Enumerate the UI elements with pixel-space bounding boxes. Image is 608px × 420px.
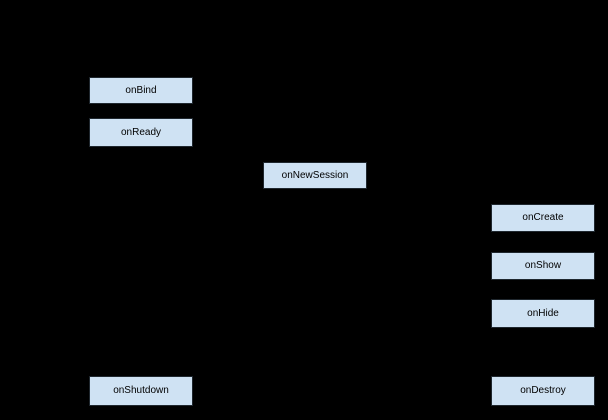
- node-onnewsession-label: onNewSession: [281, 169, 349, 181]
- node-onshow-label: onShow: [524, 260, 562, 271]
- node-oncreate: onCreate: [491, 204, 595, 232]
- node-oncreate-label: onCreate: [522, 212, 564, 223]
- node-onnewsession: onNewSession: [263, 162, 367, 189]
- node-onhide-label: onHide: [527, 307, 559, 319]
- node-onbind: onBind: [89, 77, 193, 104]
- node-onshow: onShow: [491, 252, 595, 280]
- node-onshutdown: onShutdown: [89, 376, 193, 406]
- node-onready-label: onReady: [120, 126, 162, 138]
- node-onhide: onHide: [491, 299, 595, 328]
- node-onready: onReady: [89, 118, 193, 147]
- node-ondestroy: onDestroy: [491, 376, 595, 406]
- node-onshutdown-label: onShutdown: [113, 385, 169, 396]
- node-onbind-label: onBind: [125, 84, 157, 96]
- node-ondestroy-label: onDestroy: [520, 385, 566, 396]
